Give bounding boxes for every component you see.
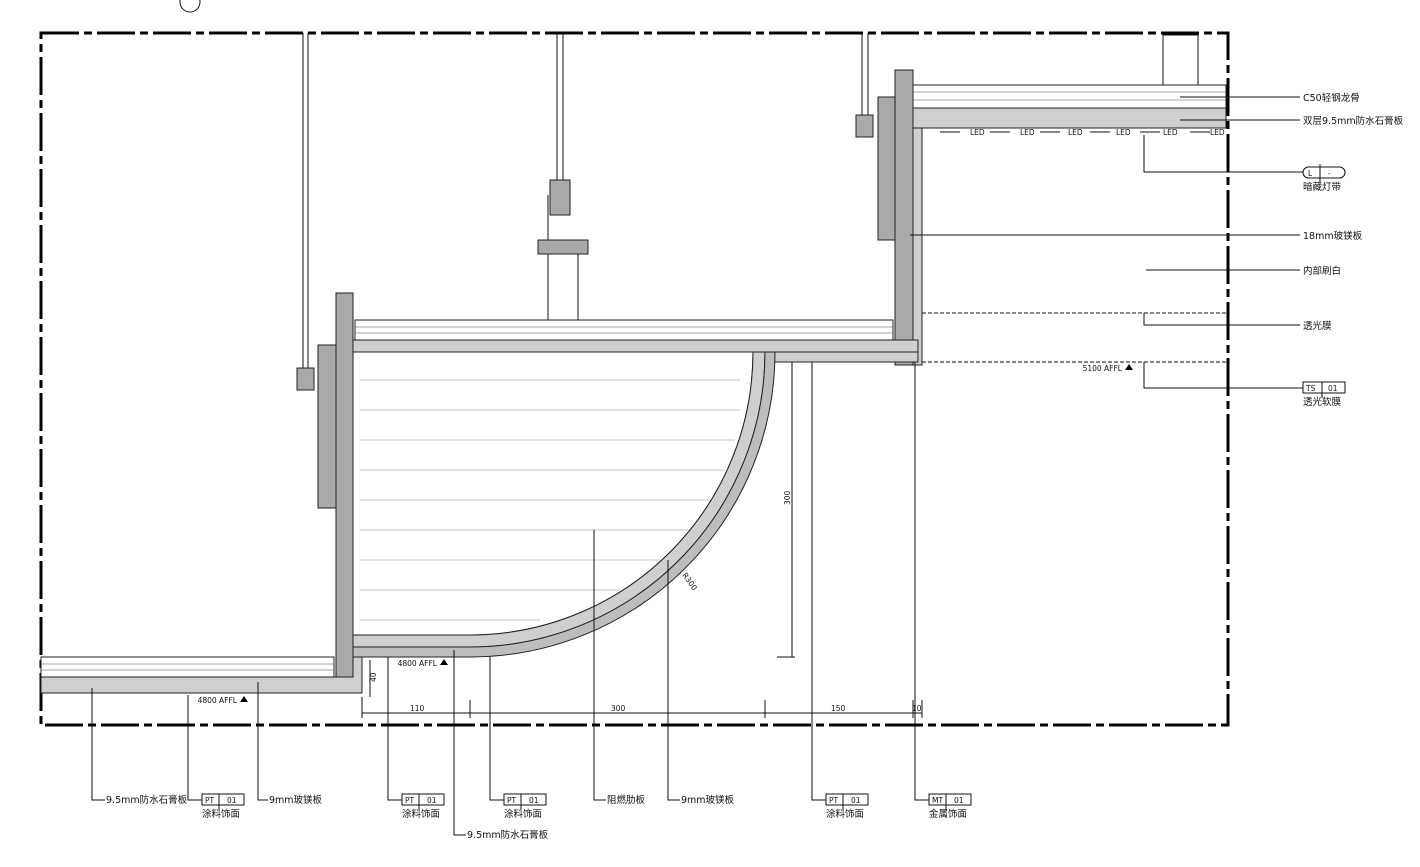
drawing-text: 01 <box>529 796 539 805</box>
upper-ceiling: LED LED LED LED LED LED 5100 AFFL <box>877 69 1227 373</box>
drawing-text: 01 <box>427 796 437 805</box>
drawing-text: LED <box>1163 128 1178 137</box>
elevation-left: 4800 AFFL <box>198 696 238 705</box>
label-18mm-board: 18mm玻镁板 <box>1303 230 1363 242</box>
label-c50-keel: C50轻钢龙骨 <box>1303 92 1360 104</box>
drawing-text: 9.5mm防水石膏板 <box>467 829 549 841</box>
drawing-text: LED <box>1210 128 1225 137</box>
drawing-text: - <box>1328 169 1331 178</box>
label-soft-film: 透光软膜 <box>1303 396 1342 408</box>
drawing-text: 涂料饰面 <box>202 808 240 820</box>
section-symbol <box>179 0 201 13</box>
drawing-border <box>39 31 1230 727</box>
drawing-text: 9.5mm防水石膏板 <box>106 794 188 806</box>
drawing-text: LED <box>1020 128 1035 137</box>
drawing-text: 阻燃肋板 <box>607 794 646 806</box>
drawing-text: 涂料饰面 <box>504 808 542 820</box>
right-callouts <box>910 96 1303 389</box>
label-translucent-film: 透光膜 <box>1303 320 1332 332</box>
drawing-text: 10 <box>912 704 922 713</box>
drawing-text: 01 <box>1328 384 1338 393</box>
label-interior-white: 内部刷白 <box>1303 265 1341 277</box>
hanger-rods <box>296 33 1199 391</box>
drawing-text: 01 <box>227 796 237 805</box>
drawing-text: 110 <box>410 704 425 713</box>
bottom-labels: 9.5mm防水石膏板 PT 01 涂料饰面 9mm玻镁板 PT 01 涂料饰面 9.… <box>106 793 972 841</box>
drawing-text: 40 <box>369 672 378 682</box>
label-double-gypsum: 双层9.5mm防水石膏板 <box>1303 115 1404 127</box>
drawing-text: 150 <box>831 704 846 713</box>
drawing-text: MT <box>932 796 943 805</box>
drawing-text: 涂料饰面 <box>402 808 440 820</box>
drawing-text: 9mm玻镁板 <box>681 794 735 806</box>
drawing-text: 01 <box>954 796 964 805</box>
elevation-marker <box>440 659 448 665</box>
dimension-lines: 110 300 150 10 300 40 <box>361 362 923 718</box>
drawing-text: 金属饰面 <box>929 808 967 820</box>
label-hidden-light-strip: 暗藏灯带 <box>1303 181 1342 193</box>
right-labels: C50轻钢龙骨 双层9.5mm防水石膏板 L - 暗藏灯带 18mm玻镁板 内部… <box>1302 92 1404 408</box>
drawing-text: PT <box>829 796 839 805</box>
drawing-text: R300 <box>680 571 699 592</box>
drawing-text: PT <box>205 796 215 805</box>
elevation-right: 5100 AFFL <box>1083 364 1123 373</box>
elevation-marker <box>1125 364 1133 370</box>
elevation-marker <box>240 696 248 702</box>
drawing-text: LED <box>970 128 985 137</box>
drawing-text: PT <box>507 796 517 805</box>
drawing-text: LED <box>1116 128 1131 137</box>
bottom-callouts <box>91 362 929 836</box>
curved-soffit: R300 4800 AFFL <box>317 292 919 681</box>
drawing-text: 01 <box>851 796 861 805</box>
drawing-text: TS <box>1305 384 1316 393</box>
drawing-text: LED <box>1068 128 1083 137</box>
drawing-text: L <box>1308 169 1313 178</box>
drawing-text: 300 <box>783 490 792 505</box>
drawing-text: PT <box>405 796 415 805</box>
drawing-text: 300 <box>611 704 626 713</box>
drawing-text: 涂料饰面 <box>826 808 864 820</box>
drawing-text: 9mm玻镁板 <box>269 794 323 806</box>
elevation-mid: 4800 AFFL <box>398 659 438 668</box>
lower-ceiling: 4800 AFFL <box>40 656 363 705</box>
